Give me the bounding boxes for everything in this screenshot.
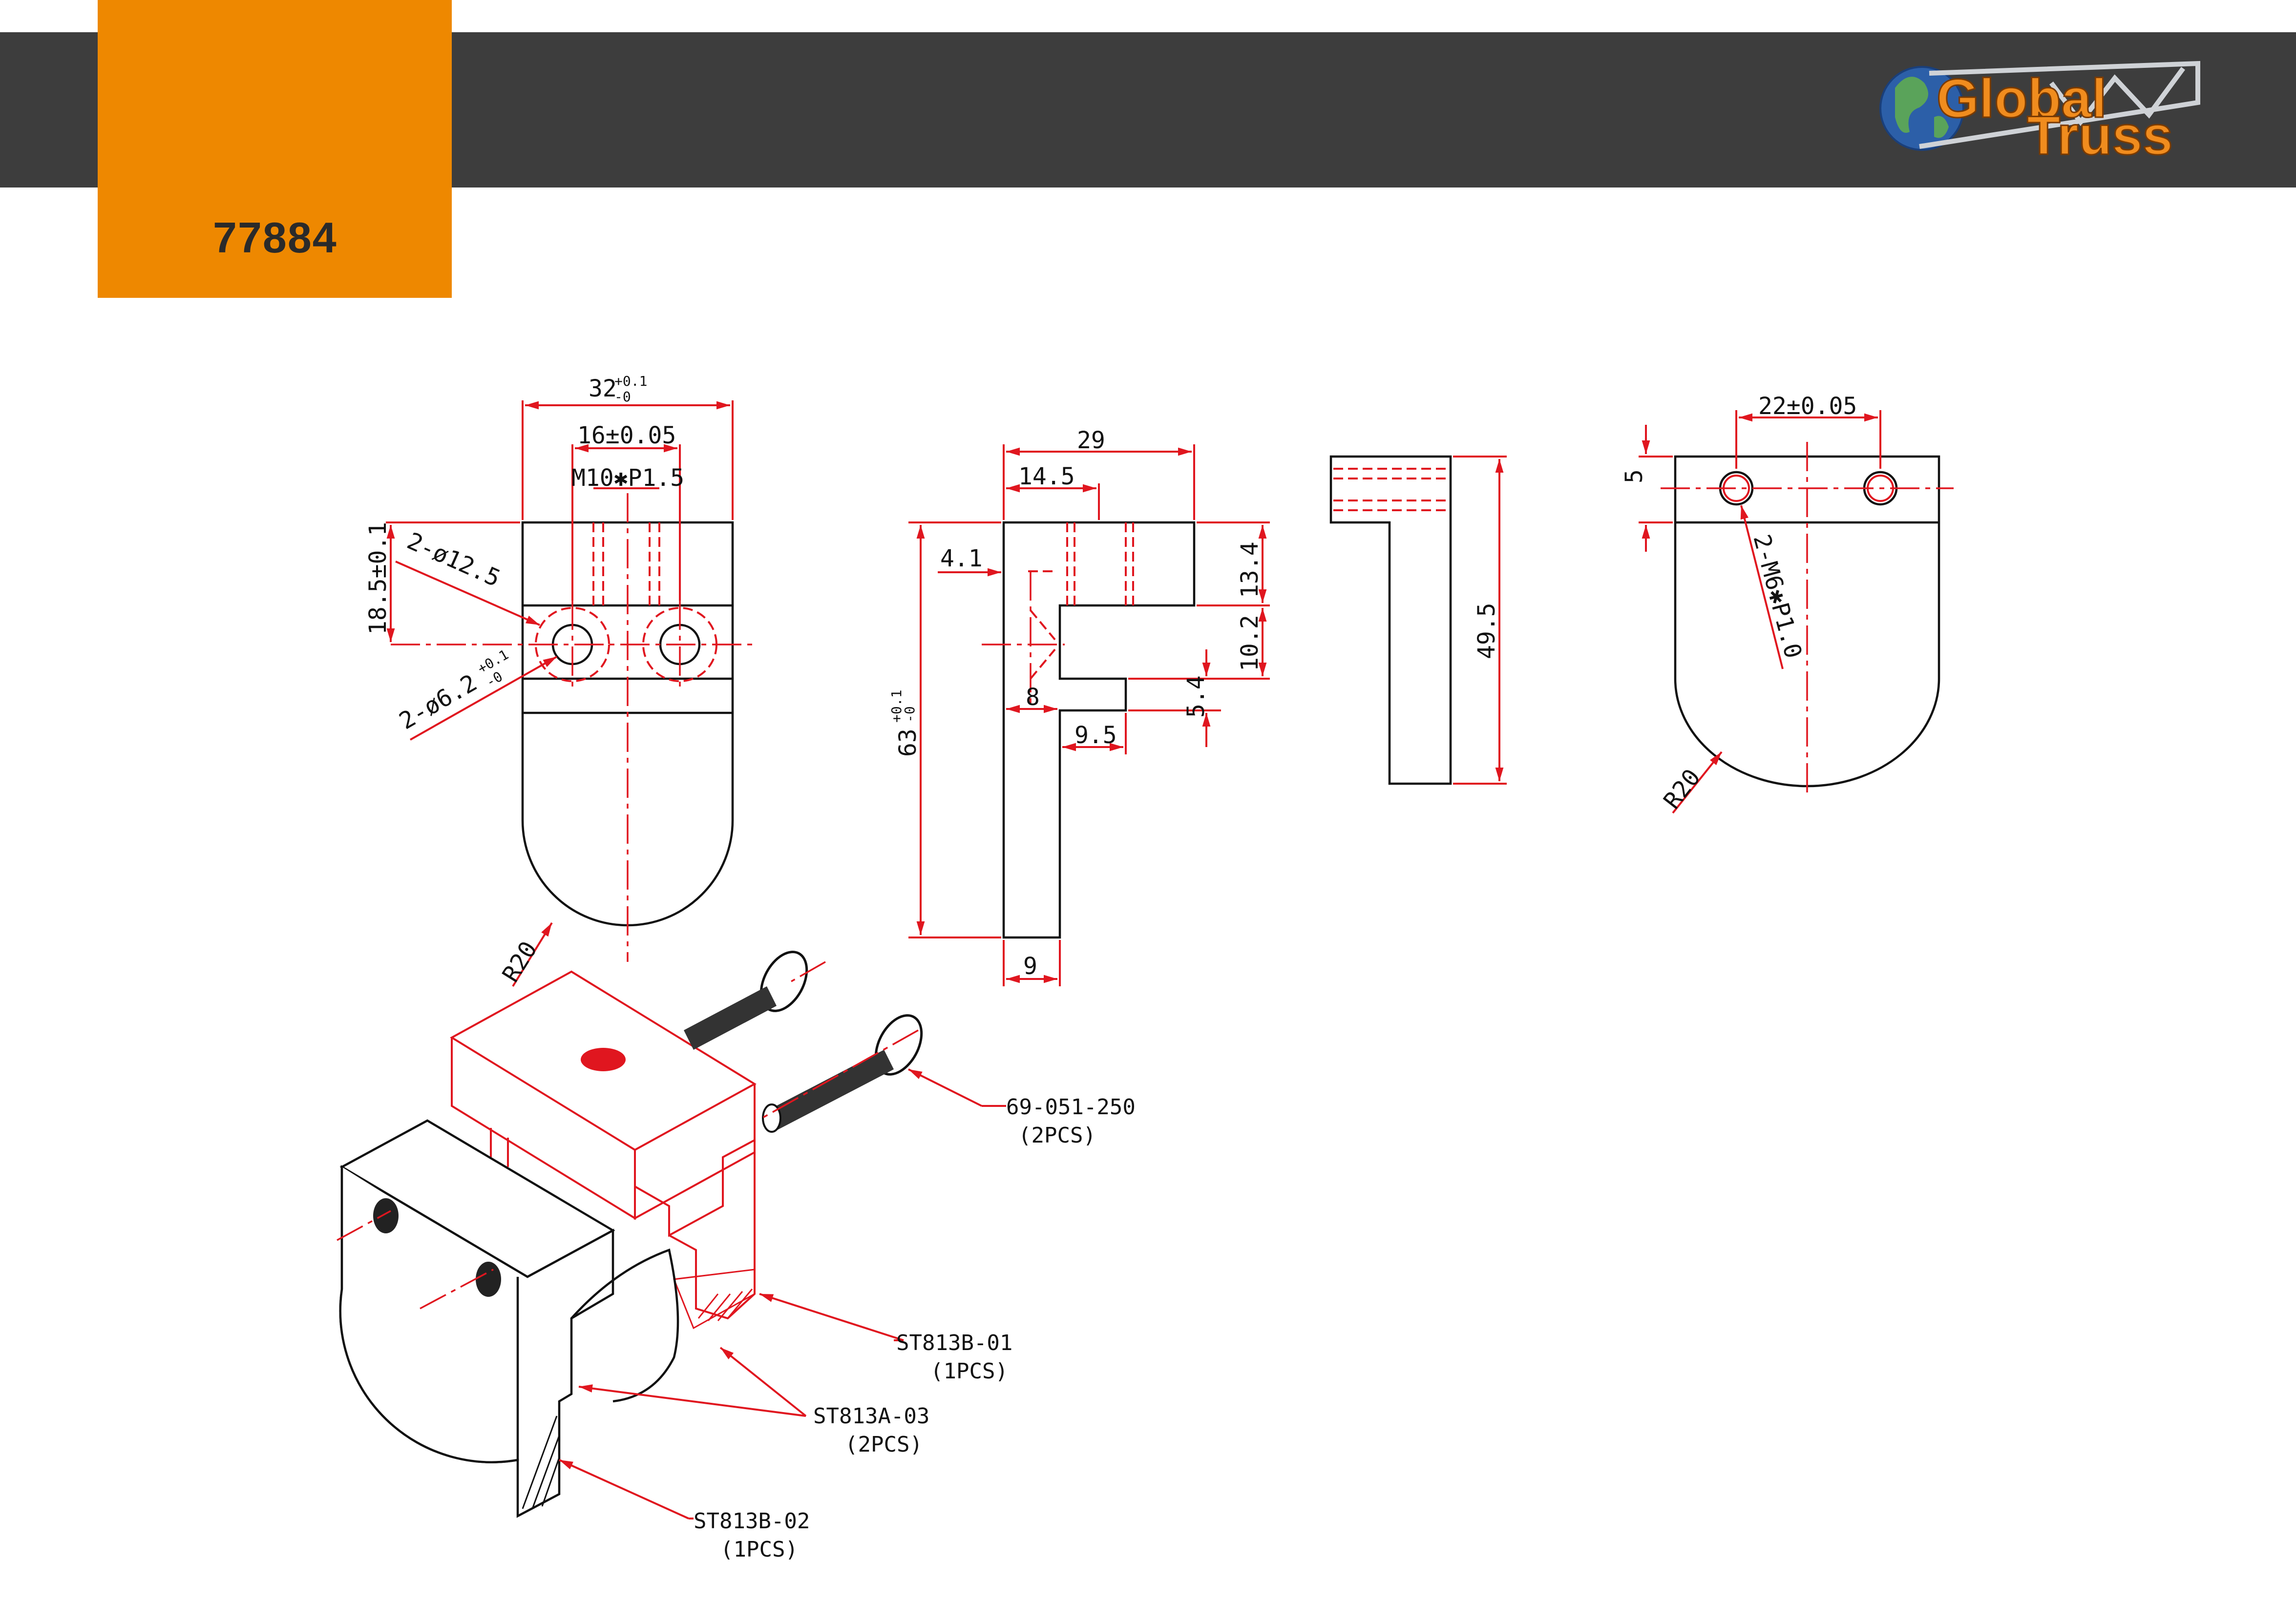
- dim-label: 32: [589, 375, 617, 402]
- dim-label: 4.1: [940, 545, 983, 572]
- dim-label: 16±0.05: [577, 422, 676, 449]
- dim-label: 2-ø12.5: [403, 527, 505, 592]
- slide-block-st813b-01: [450, 970, 904, 1341]
- isometric-assembly: 69-051-250 (2PCS) ST813B-01 (1PCS) ST813…: [337, 951, 1136, 1562]
- dim-label: 5.4: [1182, 675, 1210, 718]
- part-code: ST813B-02: [694, 1509, 810, 1534]
- counterbore: [535, 607, 610, 682]
- rail-view-outline: [1329, 455, 1452, 785]
- dim-tolerance: -0: [902, 706, 918, 723]
- part-qty: (1PCS): [720, 1537, 798, 1562]
- dim-label: 63: [894, 728, 922, 757]
- part-qty: (2PCS): [1018, 1123, 1096, 1148]
- part-code: ST813A-03: [813, 1404, 929, 1429]
- hole: [476, 1262, 501, 1297]
- dim-label: 49.5: [1473, 603, 1500, 659]
- logo-word-truss: Truss: [2027, 105, 2173, 166]
- dim-label: R20: [497, 936, 543, 987]
- part-code: 69-051-250: [1006, 1095, 1136, 1120]
- part-number: 77884: [213, 213, 337, 262]
- dim-tolerance: +0.1: [614, 373, 647, 389]
- globe-icon: [1879, 66, 1964, 151]
- front-view: 32 +0.1 -0 16±0.05 M10✱P1.5 18.5±0.1 2-ø…: [364, 373, 752, 987]
- dim-label: 22±0.05: [1758, 393, 1857, 420]
- dim-tolerance: +0.1: [888, 690, 905, 723]
- part-code: ST813B-01: [896, 1331, 1012, 1355]
- dim-label: 8: [1026, 684, 1040, 711]
- clamp-body-st813b-02: [337, 1119, 689, 1519]
- part-qty: (2PCS): [845, 1432, 923, 1457]
- dim-label: 2-M6✱P1.0: [1748, 532, 1807, 662]
- top-view-outline: [1674, 455, 1940, 788]
- dim-label: M10✱P1.5: [571, 464, 684, 492]
- dim-label: 5: [1621, 469, 1648, 483]
- dim-label: R20: [1658, 764, 1706, 814]
- front-view-outline: [521, 521, 734, 927]
- logo-word-global: Global: [1937, 68, 2106, 129]
- part-qty: (1PCS): [930, 1359, 1008, 1384]
- hole: [373, 1198, 399, 1233]
- dim-label: 29: [1077, 427, 1105, 454]
- dim-label: 10.2: [1236, 615, 1264, 671]
- dim-label: 13.4: [1236, 541, 1264, 598]
- truss-icon: [1919, 61, 2200, 149]
- dim-label: 18.5±0.1: [364, 522, 392, 635]
- dim-label: 9.5: [1074, 722, 1117, 749]
- top-view: 22±0.05 5 2-M6✱P1.0 R20: [1621, 393, 1954, 814]
- screw-69-051-250: [684, 951, 982, 1133]
- threaded-hole: [581, 1048, 626, 1071]
- dim-label: 2-ø6.2: [395, 669, 482, 735]
- side-view-outline: [1002, 521, 1196, 939]
- dim-label: 9: [1023, 953, 1037, 980]
- dim-label: 14.5: [1018, 463, 1075, 490]
- global-truss-logo: Global Truss: [1879, 61, 2200, 167]
- side-view: 29 14.5 4.1 63 +0.1 -0 13.4 10.2 5.4 8 9: [888, 427, 1270, 986]
- rail-view: 49.5: [1329, 455, 1507, 785]
- part-number-tab: [98, 0, 452, 298]
- dim-tolerance: -0: [614, 389, 631, 405]
